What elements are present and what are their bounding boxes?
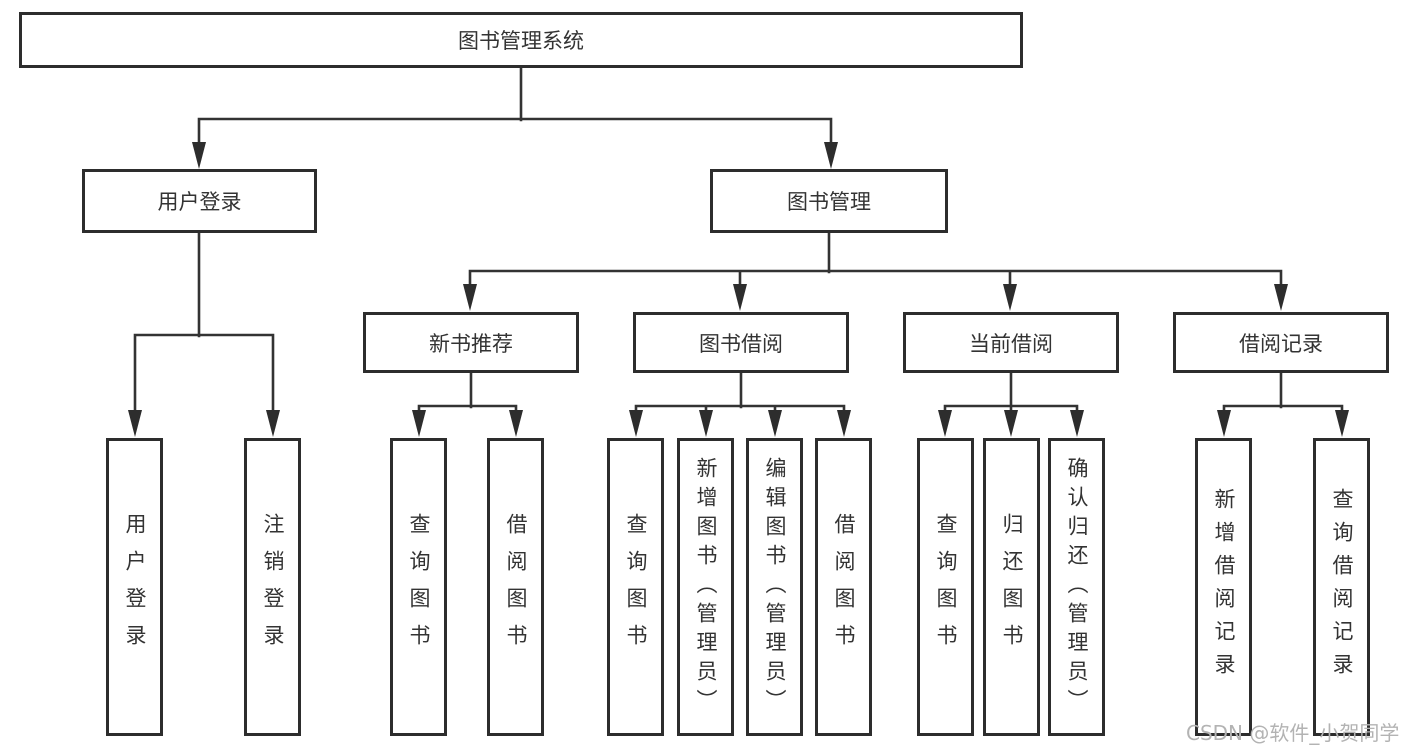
node-library-management-system: 图书管理系统 [19, 12, 1023, 68]
node-label: 图书管理 [787, 190, 871, 214]
node-label: 新书推荐 [429, 331, 513, 356]
node-book-borrowing: 图书借阅 [633, 312, 849, 373]
node-new-book-recommendation: 新书推荐 [363, 312, 579, 373]
leaf-query-books-current: 查询图书 [917, 438, 974, 736]
node-label: 用户登录 [157, 190, 242, 214]
node-current-borrowing: 当前借阅 [903, 312, 1119, 373]
node-label: 图书借阅 [699, 331, 783, 356]
node-label: 查询借阅记录 [1330, 488, 1354, 686]
leaf-add-books-admin: 新增图书（管理员） [677, 438, 734, 736]
node-user-login: 用户登录 [82, 169, 317, 233]
leaf-confirm-return-admin: 确认归还（管理员） [1048, 438, 1105, 736]
leaf-edit-books-admin: 编辑图书（管理员） [746, 438, 803, 736]
leaf-query-books-borrowing: 查询图书 [607, 438, 664, 736]
node-label: 新增借阅记录 [1212, 488, 1236, 686]
leaf-add-borrow-record: 新增借阅记录 [1195, 438, 1252, 736]
node-borrowing-records: 借阅记录 [1173, 312, 1389, 373]
leaf-query-borrow-record: 查询借阅记录 [1313, 438, 1370, 736]
node-label: 借阅图书 [832, 513, 856, 661]
leaf-logout: 注销登录 [244, 438, 301, 736]
node-label: 借阅记录 [1239, 331, 1323, 356]
leaf-query-books-recommend: 查询图书 [390, 438, 447, 736]
node-label: 查询图书 [934, 513, 958, 661]
node-label: 新增图书（管理员） [694, 456, 718, 718]
node-label: 归还图书 [1000, 513, 1024, 661]
node-label: 图书管理系统 [458, 29, 584, 53]
node-label: 查询图书 [624, 513, 648, 661]
node-label: 确认归还（管理员） [1065, 456, 1089, 718]
node-label: 用户登录 [123, 513, 147, 661]
node-label: 查询图书 [407, 513, 431, 661]
csdn-watermark: CSDN @软件_小贺同学 [1186, 721, 1400, 745]
node-book-management: 图书管理 [710, 169, 948, 233]
leaf-return-books: 归还图书 [983, 438, 1040, 736]
leaf-user-login: 用户登录 [106, 438, 163, 736]
leaf-borrow-books-recommend: 借阅图书 [487, 438, 544, 736]
leaf-borrow-books: 借阅图书 [815, 438, 872, 736]
node-label: 当前借阅 [969, 331, 1053, 356]
node-label: 编辑图书（管理员） [763, 456, 787, 718]
node-label: 注销登录 [261, 513, 285, 661]
node-label: 借阅图书 [504, 513, 528, 661]
